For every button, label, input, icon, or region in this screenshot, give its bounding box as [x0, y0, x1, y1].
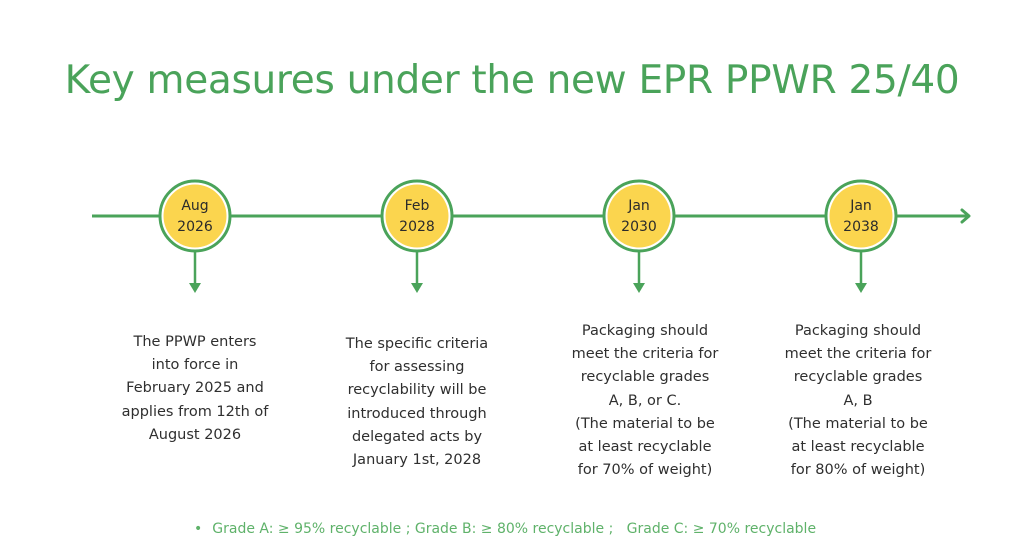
milestone-year: 2030	[621, 219, 657, 235]
description-line: (The material to be	[788, 415, 928, 432]
description-line: recyclable grades	[580, 369, 710, 386]
description-line: at least recyclable	[791, 439, 925, 456]
milestone-marker-4	[824, 179, 898, 293]
milestone-date-3: Jan 2030	[603, 196, 675, 238]
milestone-year: 2038	[843, 219, 879, 235]
arrow-down-icon	[411, 283, 423, 293]
milestone-month: Jan	[628, 198, 650, 214]
arrow-down-icon	[633, 283, 645, 293]
milestone-year: 2028	[399, 219, 435, 235]
description-line: meet the criteria for	[784, 346, 932, 363]
description-line: January 1st, 2028	[352, 452, 482, 469]
description-line: for 70% of weight)	[577, 462, 713, 479]
milestone-marker-3	[602, 179, 676, 293]
footnote-text: Grade A: ≥ 95% recyclable ; Grade B: ≥ 8…	[212, 521, 817, 537]
description-line: Packaging should	[581, 323, 709, 339]
description-line: applies from 12th of	[121, 403, 269, 420]
arrow-down-icon	[855, 283, 867, 293]
milestone-description-2: The specific criteria for assessing recy…	[317, 333, 517, 472]
milestone-marker-1	[158, 179, 232, 293]
description-line: for assessing	[369, 359, 465, 376]
description-line: August 2026	[148, 426, 242, 443]
milestone-month: Aug	[181, 198, 209, 214]
description-line: delegated acts by	[351, 428, 483, 445]
arrow-right-icon	[960, 208, 971, 224]
bullet-icon: •	[194, 521, 203, 537]
description-line: The specific criteria	[345, 336, 489, 352]
description-line: meet the criteria for	[571, 346, 719, 363]
description-line: The PPWP enters	[133, 334, 257, 350]
description-line: for 80% of weight)	[790, 462, 926, 479]
description-line: at least recyclable	[578, 439, 712, 456]
milestone-month: Feb	[404, 198, 430, 214]
milestone-description-4: Packaging should meet the criteria for r…	[758, 320, 958, 482]
milestone-description-3: Packaging should meet the criteria for r…	[545, 320, 745, 482]
description-line: February 2025 and	[126, 380, 264, 397]
milestone-description-1: The PPWP enters into force in February 2…	[95, 331, 295, 447]
description-line: introduced through	[347, 405, 487, 422]
description-line: A, B, or C.	[608, 392, 682, 409]
milestone-year: 2026	[177, 219, 213, 235]
milestone-date-2: Feb 2028	[381, 196, 453, 238]
description-line: A, B	[843, 392, 873, 409]
description-line: recyclability will be	[347, 382, 487, 399]
description-line: (The material to be	[575, 415, 715, 432]
description-line: recyclable grades	[793, 369, 923, 386]
milestone-month: Jan	[850, 198, 872, 214]
description-line: into force in	[151, 357, 239, 374]
milestone-marker-2	[380, 179, 454, 293]
page-title: Key measures under the new EPR PPWR 25/4…	[64, 58, 960, 104]
grade-footnote: • Grade A: ≥ 95% recyclable ; Grade B: ≥ …	[194, 521, 816, 537]
arrow-down-icon	[189, 283, 201, 293]
milestone-date-1: Aug 2026	[159, 196, 231, 238]
description-line: Packaging should	[794, 323, 922, 339]
milestone-date-4: Jan 2038	[825, 196, 897, 238]
